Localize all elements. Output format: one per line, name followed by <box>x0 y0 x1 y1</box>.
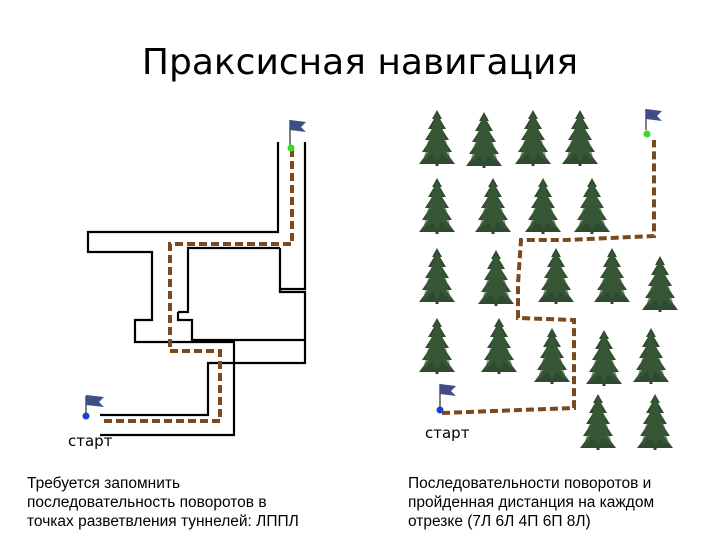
tree-icon <box>419 178 455 234</box>
tree-icon <box>515 110 551 166</box>
tunnel-wall-outer <box>86 142 280 437</box>
slide-title: Праксисная навигация <box>141 42 579 83</box>
tunnel-maze <box>86 142 307 437</box>
left-start-flag-icon <box>82 395 104 420</box>
tree-icon <box>475 178 511 234</box>
right-caption-line: пройденная дистанция на каждом <box>408 494 655 511</box>
left-caption: Требуется запомнить последовательность п… <box>27 474 299 531</box>
tree-icon <box>594 248 630 304</box>
tree-icon <box>419 248 455 304</box>
tree-icon <box>525 178 561 234</box>
tree-icon <box>538 248 574 304</box>
right-start-flag-icon <box>436 384 456 414</box>
left-caption-line: Требуется запомнить <box>27 475 181 492</box>
right-caption: Последовательности поворотов и пройденна… <box>408 474 654 531</box>
right-finish-flag-icon <box>643 109 662 138</box>
right-caption-line: отрезке (7Л 6Л 4П 6П 8Л) <box>408 513 591 530</box>
right-caption-line: Последовательности поворотов и <box>408 475 652 492</box>
left-caption-line: последовательность поворотов в <box>27 494 267 511</box>
tree-icon <box>642 256 678 312</box>
tree-icon <box>562 110 598 166</box>
tree-icon <box>419 110 455 166</box>
left-caption-line: точках разветвления туннелей: ЛППЛ <box>27 513 299 530</box>
tree-icon <box>534 328 570 384</box>
tunnel-wall-low <box>100 340 307 417</box>
tunnel-wall-mid <box>178 246 280 314</box>
tree-icon <box>633 328 669 384</box>
tree-icon <box>574 178 610 234</box>
tree-icon <box>586 330 622 386</box>
tree-icon <box>580 394 616 450</box>
tunnel-wall-inner-2 <box>278 248 307 294</box>
tree-icon <box>481 318 517 374</box>
tree-icon <box>478 250 514 306</box>
tree-icon <box>466 112 502 168</box>
right-route-path <box>441 140 656 415</box>
left-route-path <box>104 150 294 423</box>
tree-icon <box>419 318 455 374</box>
right-start-label: старт <box>425 424 470 442</box>
tunnel-wall-right <box>176 294 307 342</box>
left-finish-flag-icon <box>287 120 306 152</box>
tree-icon <box>637 394 673 450</box>
forest-trees <box>419 110 678 450</box>
left-start-label: старт <box>68 432 113 450</box>
